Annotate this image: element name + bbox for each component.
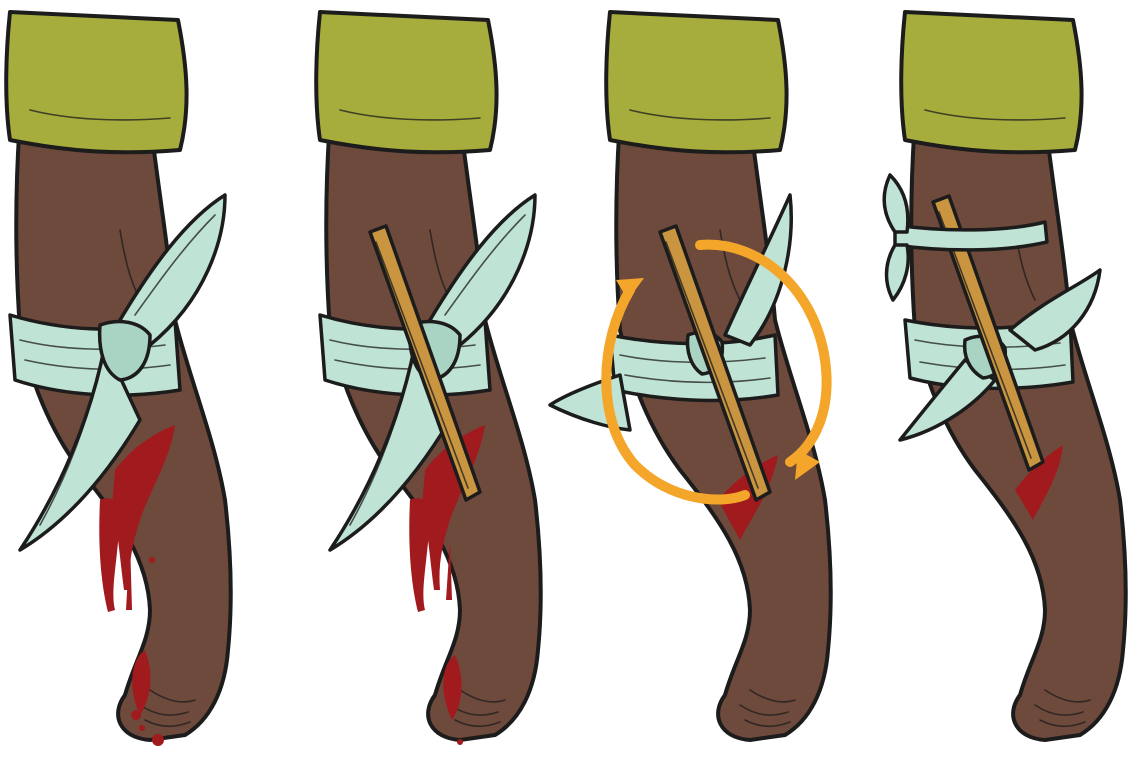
panel-step-1 [6,12,230,746]
panel-step-4 [884,12,1125,740]
panel-step-2 [316,12,540,745]
panel-step-3 [550,12,831,740]
